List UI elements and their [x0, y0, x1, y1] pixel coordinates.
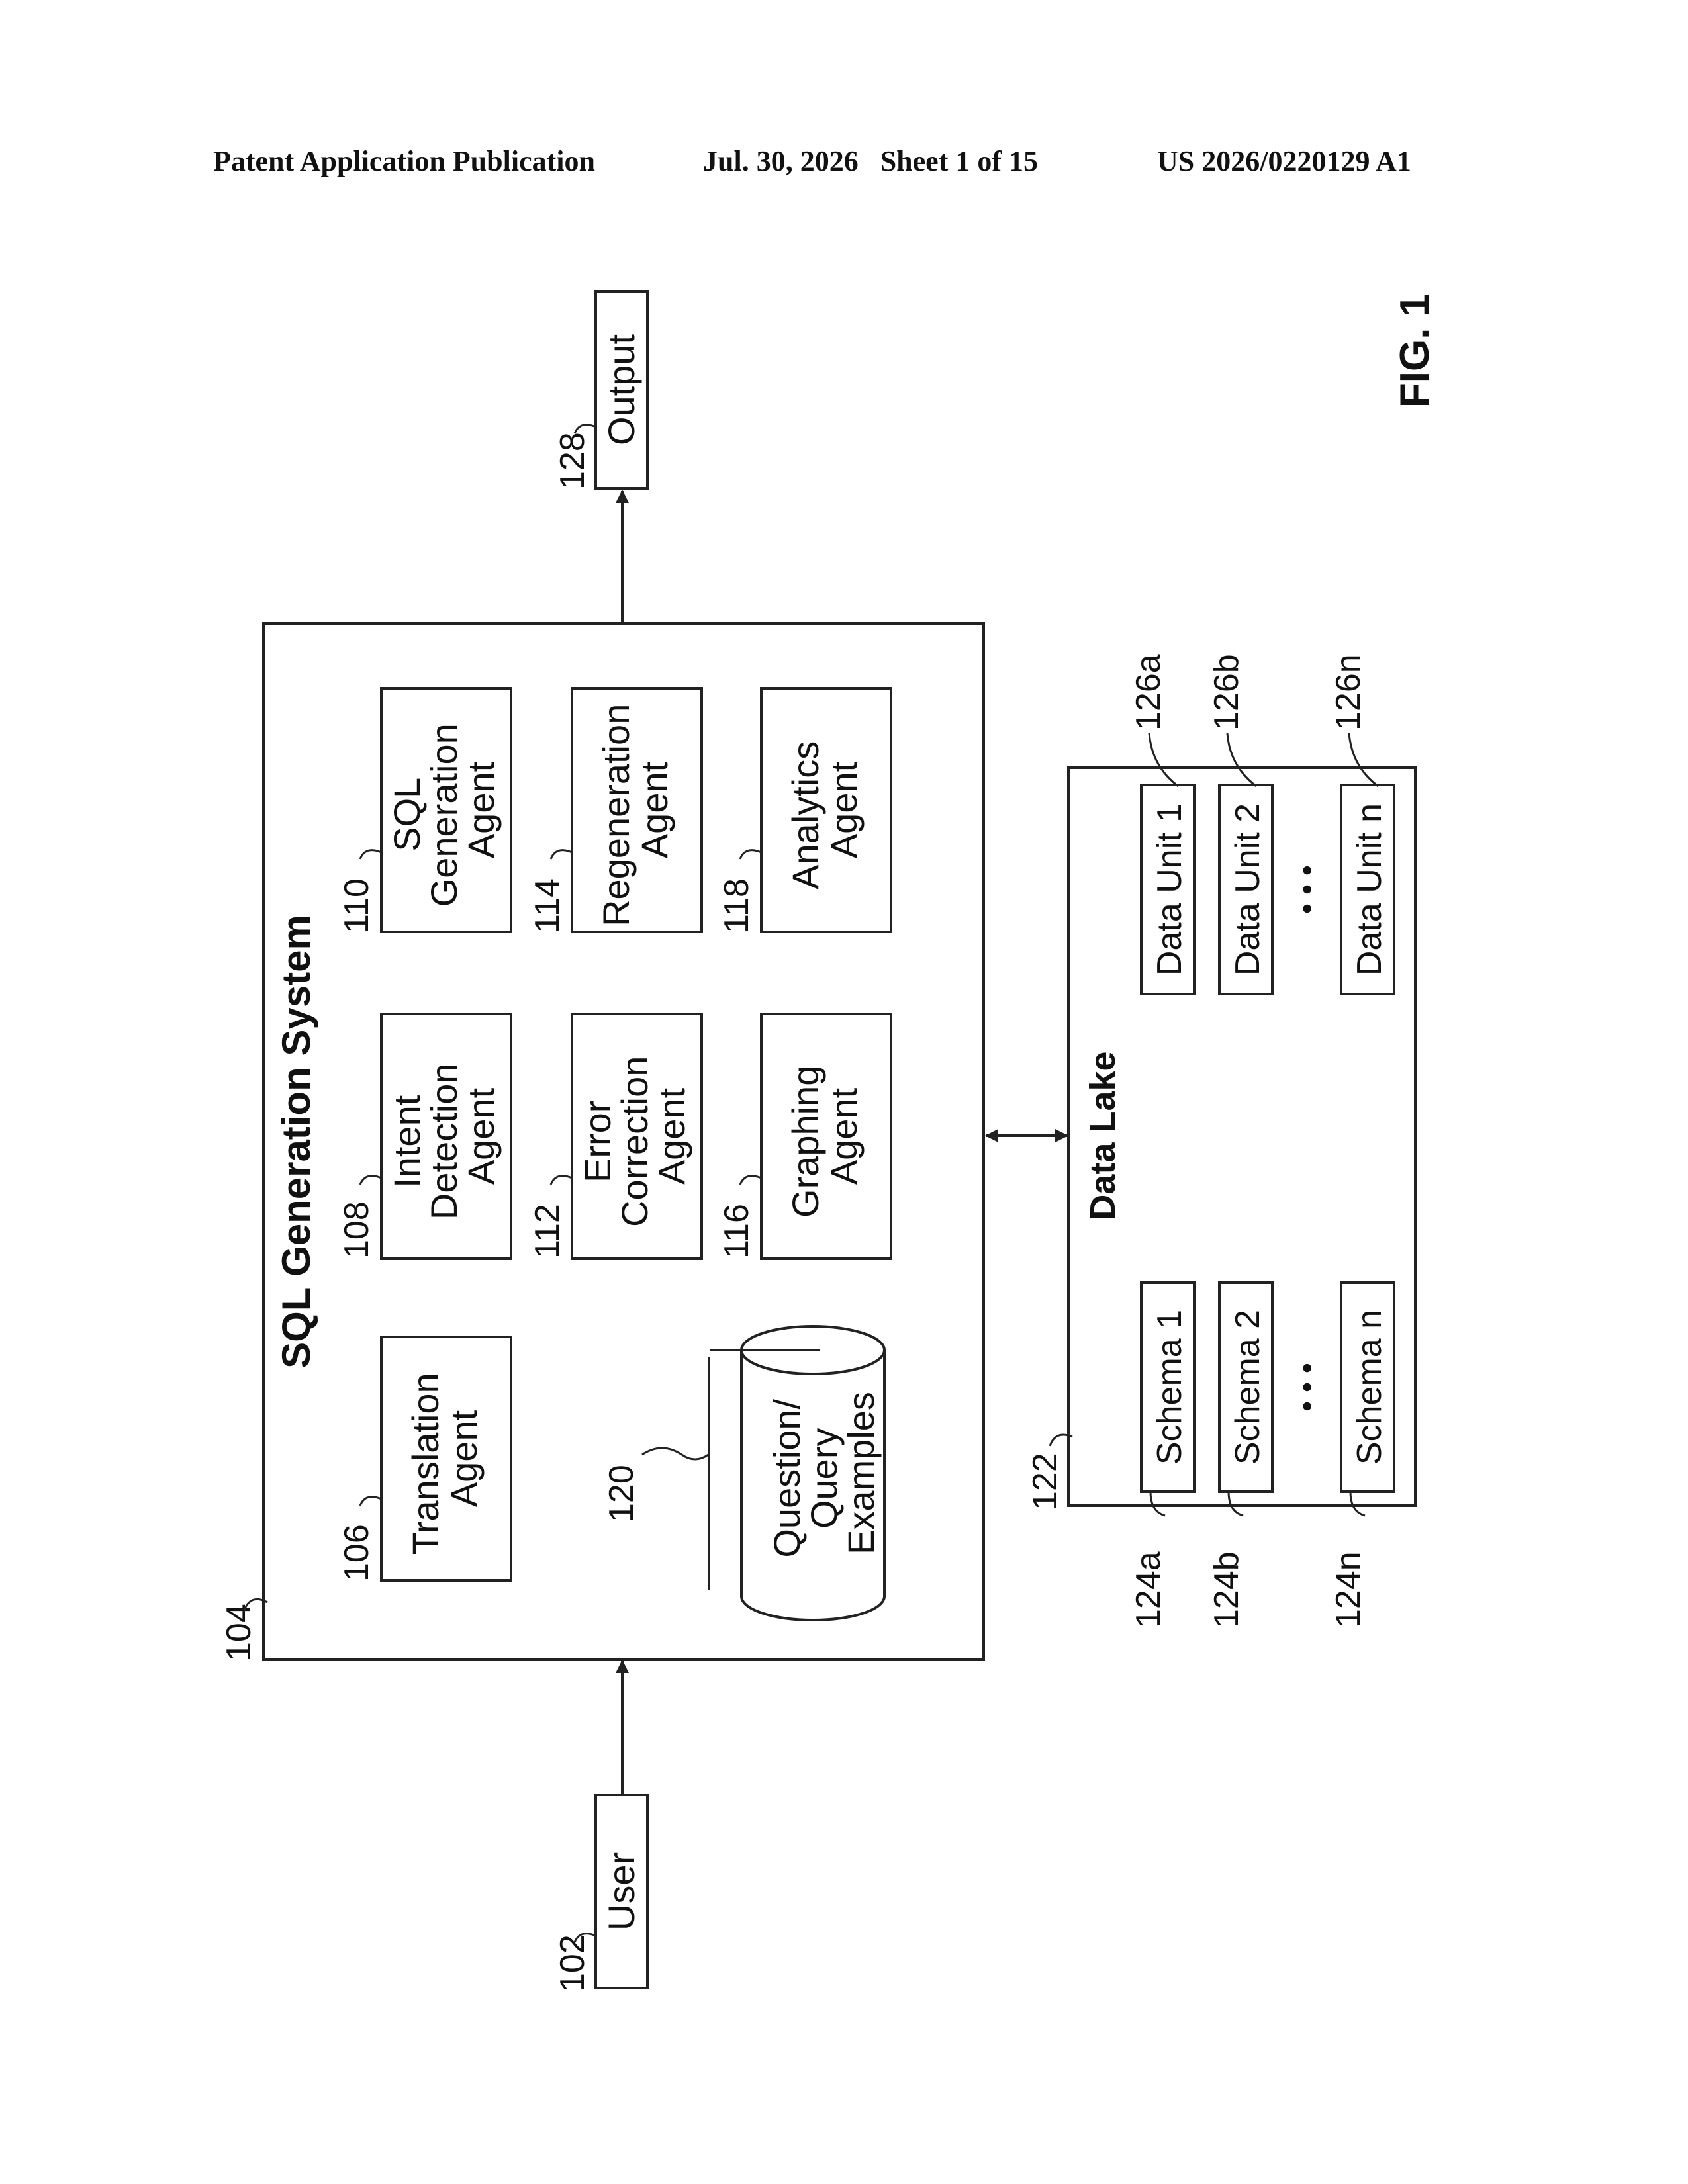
schema-2-label: Schema 2 — [1229, 1310, 1267, 1465]
data-unit-2-ref: 126b — [1207, 654, 1246, 731]
error-correction-agent-ref: 112 — [528, 1204, 567, 1259]
output-leader — [575, 425, 596, 433]
sql-generation-agent-ref: 110 — [338, 878, 376, 933]
data-lake-ref: 122 — [1026, 1453, 1064, 1510]
system-title: SQL Generation System — [274, 915, 318, 1369]
graphing-agent-ref: 116 — [718, 1204, 756, 1259]
user-ref: 102 — [553, 1934, 592, 1992]
data-unit-1-ref: 126a — [1129, 654, 1168, 731]
data-unit-2-label: Data Unit 2 — [1229, 803, 1267, 976]
data-lake-title: Data Lake — [1083, 1051, 1123, 1220]
output-ref: 128 — [553, 432, 592, 490]
analytics-agent-ref: 118 — [718, 878, 756, 933]
output-label: Output — [600, 334, 642, 446]
data-unit-n-label: Data Unit n — [1350, 803, 1389, 976]
user-label: User — [600, 1852, 642, 1931]
figure-label: FIG. 1 — [1392, 294, 1438, 408]
schema-n-label: Schema n — [1350, 1310, 1389, 1465]
data-unit-1-label: Data Unit 1 — [1150, 803, 1189, 976]
schema-1-label: Schema 1 — [1150, 1310, 1189, 1465]
database-ref: 120 — [602, 1465, 641, 1522]
schemas-ellipsis: • • • — [1289, 1363, 1324, 1412]
data-unit-n-ref: 126n — [1329, 654, 1368, 731]
schema-n-ref: 124n — [1329, 1551, 1368, 1628]
system-ref: 104 — [220, 1604, 258, 1661]
regeneration-agent-ref: 114 — [528, 878, 567, 933]
schema-2-ref: 124b — [1207, 1551, 1246, 1628]
translation-agent-ref: 106 — [338, 1524, 376, 1582]
schema-1-ref: 124a — [1129, 1551, 1168, 1628]
intent-detection-agent-ref: 108 — [338, 1201, 376, 1259]
data-units-ellipsis: • • • — [1289, 865, 1324, 914]
